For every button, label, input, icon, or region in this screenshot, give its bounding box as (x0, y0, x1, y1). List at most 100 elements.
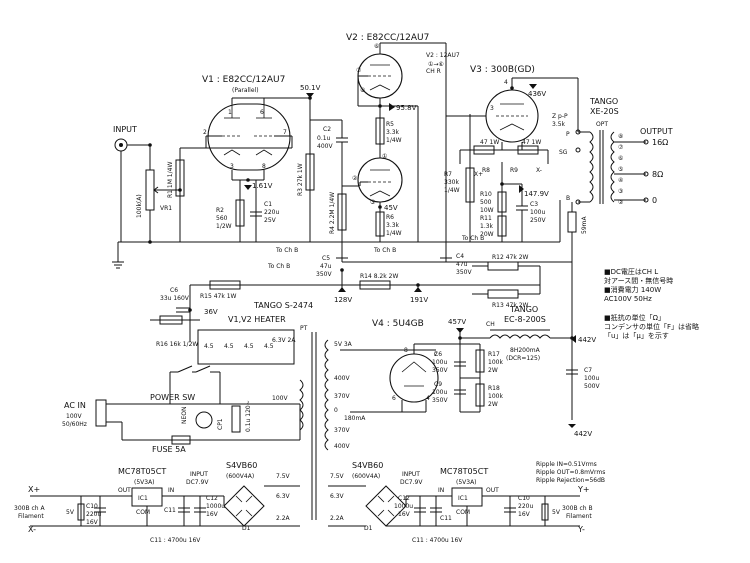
r17-label: R17 (488, 351, 500, 358)
svg-text:1.3k: 1.3k (480, 223, 494, 230)
zp-val: 3.5k (552, 121, 566, 128)
svg-text:0.1u: 0.1u (317, 135, 331, 142)
v2-title: V2 : E82CC/12AU7 (346, 33, 429, 43)
r16-label: R16 16k 1/2W (156, 341, 198, 348)
vr1-value: 100k(A) (136, 194, 143, 218)
ac-inlet[interactable] (95, 399, 107, 427)
fil-b-ym: Y- (577, 525, 585, 534)
svg-text:②: ② (618, 199, 624, 206)
c11b-bottom: C11 : 4700u 16V (412, 537, 463, 544)
svg-text:1: 1 (228, 109, 232, 116)
r18-label: R18 (488, 385, 500, 392)
acin-hz: 50/60Hz (62, 421, 87, 428)
power-switch[interactable] (170, 365, 220, 373)
c10b-label: C10 (518, 495, 530, 502)
v457-label: 457V (448, 318, 466, 326)
svg-text:⑦: ⑦ (618, 144, 624, 151)
svg-text:7: 7 (283, 129, 287, 136)
v1-tube (207, 103, 291, 171)
reg-left-spec: (5V3A) (134, 479, 155, 486)
c1-label: C1 (264, 201, 272, 208)
svg-text:4: 4 (426, 395, 430, 402)
reg-right-dc: DC7.9V (400, 479, 423, 486)
ripple-3: Ripple Rejection=56dB (536, 477, 605, 484)
reg-right-in: IN (438, 487, 444, 494)
svg-text:1/2W: 1/2W (216, 223, 232, 230)
ch-dcr: (DCR=125) (506, 355, 540, 362)
output-16-terminal[interactable] (643, 139, 649, 145)
reg-left-d1: D1 (242, 525, 251, 532)
r12-label: R12 47k 2W (492, 254, 529, 261)
svg-text:3: 3 (230, 163, 234, 170)
c11a-label: C11 (164, 507, 176, 514)
v958-label: 95.8V (396, 104, 417, 112)
c12a-label: C12 (206, 495, 218, 502)
output-8-terminal[interactable] (643, 171, 649, 177)
note-1: ■DC電圧はCH L (604, 268, 658, 276)
r8-label: R8 (482, 167, 490, 174)
opt-current: 59mA (581, 216, 588, 234)
choke-winding (489, 334, 551, 339)
r15-label: R15 47k 1W (200, 293, 237, 300)
ch-model: EC-8-200S (504, 315, 546, 324)
note-7: 「u」は「μ」を示す (604, 332, 669, 340)
power-sw-label: POWER SW (150, 393, 195, 402)
to-ch-b-1: To Ch B (275, 247, 298, 254)
svg-text:16V: 16V (518, 511, 531, 518)
ch-name: TANGO (509, 305, 538, 314)
c9-label: C9 (434, 381, 442, 388)
xplus-pin: X+ (474, 171, 483, 178)
r4-label: R4 2.2M 1/4W (329, 192, 336, 234)
output-0-terminal[interactable] (643, 197, 649, 203)
svg-text:①→⑥: ①→⑥ (428, 61, 444, 68)
reg-left-dc: DC7.9V (186, 479, 209, 486)
out-16: 16Ω (652, 138, 668, 147)
note-4: AC100V 50Hz (604, 295, 652, 303)
fil-b-label2: Filament (566, 513, 592, 520)
v128-label: 128V (334, 296, 352, 304)
svg-text:8: 8 (262, 163, 266, 170)
heater-ff: 6.3V 2A (272, 337, 296, 344)
reg-right-ic-label: IC1 (458, 495, 468, 502)
svg-text:500: 500 (480, 199, 492, 206)
tap-75: 7.5V (276, 473, 291, 480)
tap-400b: 400V (334, 443, 350, 450)
fil-a-5v: 5V (66, 509, 75, 516)
r9-label: R9 (510, 167, 518, 174)
reg-left-bridge-spec: (600V4A) (226, 473, 254, 480)
fil-a-xp: X+ (28, 485, 40, 494)
pt-name: TANGO S-2474 (253, 301, 313, 310)
r11-label: R11 (480, 215, 492, 222)
svg-text:③: ③ (618, 188, 623, 195)
acin-volt: 100V (66, 413, 82, 420)
fil-b-label: 300B ch B (562, 505, 593, 512)
vr1-volume-pot[interactable] (145, 169, 155, 211)
svg-text:100k: 100k (488, 393, 503, 400)
reg-right-com: COM (456, 509, 470, 516)
neon-label: NEON (181, 407, 188, 425)
svg-text:4: 4 (504, 79, 508, 86)
reg-left-com: COM (136, 509, 150, 516)
ch-label: CH (486, 321, 495, 328)
to-ch-b-4: To Ch B (461, 235, 484, 242)
xminus-pin: X- (536, 167, 542, 174)
reg-right-spec: (5V3A) (456, 479, 477, 486)
fil-a-label: 300B ch A (14, 505, 45, 512)
svg-text:⑥: ⑥ (618, 155, 623, 162)
v2-lower-triode (357, 157, 403, 203)
svg-text:220u: 220u (518, 503, 533, 510)
svg-text:100u: 100u (432, 389, 447, 396)
c10a-label: C10 (86, 503, 98, 510)
svg-text:3.3k: 3.3k (386, 222, 400, 229)
tap-370: 370V (334, 393, 350, 400)
v436-label: 436V (528, 90, 546, 98)
v442b-label: 442V (574, 430, 592, 438)
fil-b-yp: Y+ (577, 485, 590, 494)
svg-text:500V: 500V (584, 383, 600, 390)
r14-label: R14 8.2k 2W (360, 273, 398, 280)
tap-22b: 2.2A (330, 515, 345, 522)
to-ch-b-2: To Ch B (373, 247, 396, 254)
v4-title: V4 : 5U4GB (372, 319, 424, 329)
note-6: コンデンサの単位「F」は省略 (604, 322, 699, 331)
svg-text:100u: 100u (432, 359, 447, 366)
